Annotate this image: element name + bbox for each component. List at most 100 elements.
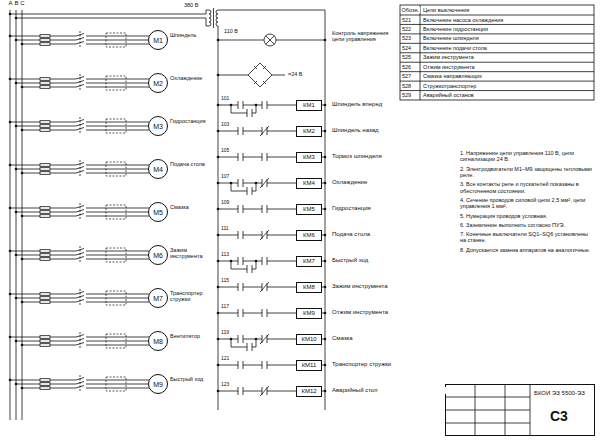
motor-name: Шпиндель xyxy=(170,32,212,38)
wire xyxy=(80,203,81,219)
wire xyxy=(206,18,207,26)
fuse-symbol xyxy=(40,293,50,296)
motor-circle: М5 xyxy=(148,202,168,222)
wire xyxy=(50,216,76,217)
wire xyxy=(272,75,285,76)
wire-number: 113 xyxy=(221,252,236,258)
device-label: КМ11 xyxy=(302,362,317,368)
wire xyxy=(218,105,238,106)
device-label: М6 xyxy=(153,252,163,259)
wire-number: 117 xyxy=(221,304,236,310)
wire xyxy=(108,345,124,346)
wire xyxy=(86,216,108,217)
wire xyxy=(86,212,108,213)
wire xyxy=(243,287,262,288)
junction-dot xyxy=(9,35,12,38)
wire xyxy=(238,153,239,161)
wire xyxy=(243,339,262,340)
circuit-name: Шпиндель вперед xyxy=(332,101,447,108)
wire xyxy=(262,101,263,109)
fuse-symbol xyxy=(40,168,50,171)
wire xyxy=(22,44,40,45)
wire xyxy=(50,341,76,342)
wire xyxy=(267,391,296,392)
wire xyxy=(108,337,124,338)
wire xyxy=(86,208,108,209)
wire xyxy=(252,191,256,192)
note-text: 2. Электродвигатели М1–М9 защищены тепло… xyxy=(460,166,592,179)
wire xyxy=(267,365,296,366)
wire xyxy=(86,298,108,299)
wire xyxy=(108,122,124,123)
table-cell: 529 xyxy=(402,92,419,98)
wire xyxy=(124,165,149,166)
junction-dot xyxy=(230,182,233,185)
motor-circle: М4 xyxy=(148,159,168,179)
device-label: КМ12 xyxy=(301,388,316,394)
wire xyxy=(50,388,76,389)
fuse-symbol xyxy=(40,387,50,390)
wire xyxy=(86,79,108,80)
wire xyxy=(86,380,108,381)
wire xyxy=(124,255,149,256)
wire xyxy=(218,339,238,340)
device-label: М1 xyxy=(153,37,163,44)
relay-coil: КМ11 xyxy=(296,360,322,371)
relay-coil: КМ2 xyxy=(296,126,322,137)
fuse-symbol xyxy=(40,340,50,343)
wire xyxy=(22,173,40,174)
transformer-winding xyxy=(209,10,211,26)
wire xyxy=(206,10,207,14)
wire xyxy=(124,345,149,346)
wire-number: 107 xyxy=(221,174,236,180)
wire xyxy=(80,332,81,348)
wire xyxy=(267,287,296,288)
wire-number: 111 xyxy=(221,226,236,232)
wire xyxy=(22,388,40,389)
title-block: БКОИ ЭЗ 5500-ЭЗС3 xyxy=(445,384,595,436)
wire xyxy=(80,289,81,305)
wire xyxy=(108,40,124,41)
wire xyxy=(108,294,124,295)
wire xyxy=(16,255,40,256)
wire xyxy=(238,283,239,291)
wire xyxy=(218,10,325,11)
device-label: КМ1 xyxy=(303,102,315,108)
junction-dot xyxy=(9,13,12,16)
junction-dot xyxy=(21,172,24,175)
voltage-label: Контроль напряжения цепи управления xyxy=(332,30,396,43)
wire xyxy=(400,33,594,34)
wire xyxy=(267,105,296,106)
wire xyxy=(267,235,296,236)
wire xyxy=(231,269,247,270)
table-cell: 524 xyxy=(402,45,419,51)
junction-dot xyxy=(230,104,233,107)
motor-name: Быстрый ход xyxy=(170,376,212,382)
wire xyxy=(124,36,149,37)
table-cell: 525 xyxy=(402,54,419,60)
junction-dot xyxy=(15,125,18,128)
wire xyxy=(50,255,76,256)
wire xyxy=(22,10,23,420)
junction-dot xyxy=(9,379,12,382)
relay-coil: КМ10 xyxy=(296,334,322,345)
wire xyxy=(16,298,40,299)
wire xyxy=(218,287,238,288)
wire xyxy=(322,391,325,392)
wire xyxy=(10,208,40,209)
table-cell: 526 xyxy=(402,64,419,70)
wire xyxy=(50,122,76,123)
wire xyxy=(218,261,238,262)
thermal-relay xyxy=(106,291,126,305)
wire xyxy=(124,341,149,342)
wire xyxy=(218,183,238,184)
relay-coil: КМ5 xyxy=(296,204,322,215)
motor-circle: М8 xyxy=(148,331,168,351)
wire xyxy=(124,122,149,123)
junction-dot xyxy=(9,250,12,253)
fuse-symbol xyxy=(40,379,50,382)
wire xyxy=(86,36,108,37)
wire xyxy=(238,127,239,135)
wire xyxy=(124,259,149,260)
fuse-symbol xyxy=(40,344,50,347)
